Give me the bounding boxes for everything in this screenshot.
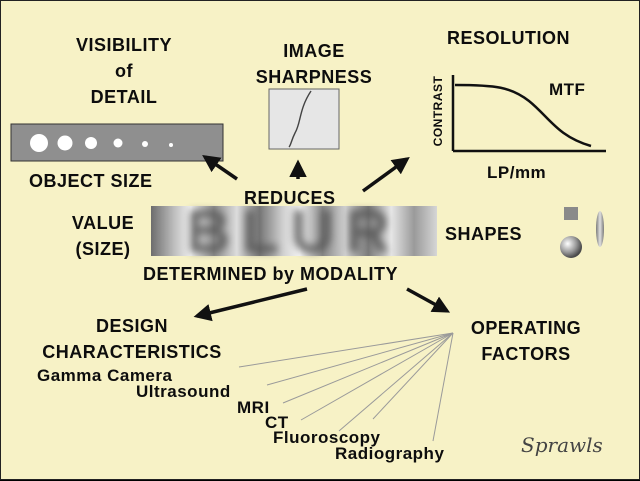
mtf-plot bbox=[451, 75, 606, 153]
lp-mm-axis-label: LP/mm bbox=[487, 163, 547, 182]
reduces-label: REDUCES bbox=[244, 188, 336, 208]
blur-word: BLUR bbox=[186, 197, 402, 265]
mtf-curve bbox=[454, 83, 592, 148]
image-sharpness-label: IMAGE SHARPNESS bbox=[229, 38, 399, 90]
detail-line: DETAIL bbox=[90, 87, 158, 107]
characteristics-line: CHARACTERISTICS bbox=[42, 342, 222, 362]
of-line: of bbox=[115, 61, 133, 81]
object-dot bbox=[85, 137, 97, 149]
visibility-line: VISIBILITY bbox=[75, 35, 172, 55]
design-line: DESIGN bbox=[95, 316, 168, 336]
modality-ct: CT bbox=[265, 413, 289, 432]
modality-gamma-camera: Gamma Camera bbox=[37, 366, 173, 385]
shapes-samples bbox=[560, 207, 604, 258]
visibility-of-detail-label: VISIBILITY of DETAIL bbox=[49, 32, 199, 110]
modality-ultrasound: Ultrasound bbox=[136, 382, 231, 401]
modality-radiography: Radiography bbox=[335, 444, 445, 463]
mtf-label: MTF bbox=[549, 80, 586, 99]
modality-fluoroscopy: Fluoroscopy bbox=[273, 428, 381, 447]
factors-line: FACTORS bbox=[481, 344, 571, 364]
arrow-to-resolution bbox=[361, 156, 410, 193]
object-size-strip bbox=[10, 123, 224, 162]
object-dot bbox=[142, 141, 148, 147]
square-shape bbox=[564, 207, 578, 220]
operating-factors-label: OPERATING FACTORS bbox=[451, 315, 601, 367]
modality-mri: MRI bbox=[237, 398, 270, 417]
size-line: (SIZE) bbox=[75, 239, 131, 259]
arrow-to-design bbox=[193, 287, 308, 322]
object-dot bbox=[169, 143, 173, 147]
determined-by-modality-label: DETERMINED by MODALITY bbox=[143, 264, 399, 284]
shapes-label: SHAPES bbox=[445, 224, 523, 244]
value-line: VALUE bbox=[71, 213, 135, 233]
object-dot bbox=[57, 135, 73, 151]
arrow-to-object-size bbox=[202, 155, 238, 181]
sharpness-box bbox=[268, 88, 340, 150]
arrow-to-operating bbox=[406, 287, 451, 313]
modality-fan-lines bbox=[238, 332, 454, 442]
object-dot bbox=[113, 138, 123, 148]
resolution-label: RESOLUTION bbox=[447, 28, 571, 48]
operating-line: OPERATING bbox=[470, 318, 582, 338]
design-characteristics-label: DESIGN CHARACTERISTICS bbox=[19, 313, 245, 365]
signature: Sprawls bbox=[521, 433, 603, 457]
sharpness-line: SHARPNESS bbox=[255, 67, 373, 87]
contrast-axis-label: CONTRAST bbox=[431, 75, 445, 147]
rod-shape bbox=[596, 211, 604, 247]
image-line: IMAGE bbox=[283, 41, 345, 61]
value-size-label: VALUE (SIZE) bbox=[53, 210, 153, 262]
object-size-label: OBJECT SIZE bbox=[29, 171, 153, 191]
blur-image: BLUR bbox=[151, 197, 437, 265]
object-dot bbox=[30, 134, 48, 152]
sphere-shape bbox=[560, 236, 582, 258]
